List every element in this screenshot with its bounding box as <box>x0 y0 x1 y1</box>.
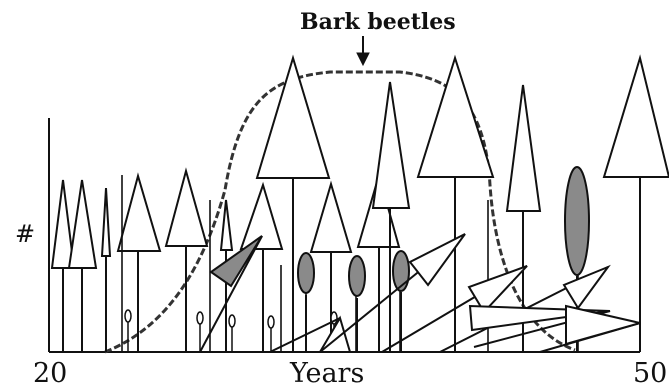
fallen-tree <box>270 318 350 352</box>
annotation-arrow <box>357 36 369 65</box>
y-axis-label: # <box>15 220 35 248</box>
conifer-tree <box>311 184 351 352</box>
annotation-label: Bark beetles <box>300 9 456 35</box>
seedling <box>229 315 235 352</box>
x-axis-label: Years <box>289 358 364 388</box>
conifer-tree <box>241 185 282 352</box>
conifer-tree <box>118 176 160 352</box>
deciduous-tree <box>349 256 365 352</box>
x-axis-start-label: 20 <box>33 358 67 388</box>
seedling <box>268 316 274 352</box>
conifer-tree <box>69 180 96 352</box>
conifer-tree <box>604 58 669 352</box>
conifer-tree <box>166 171 207 352</box>
conifer-tree <box>102 188 110 352</box>
x-axis-end-label: 50 <box>633 358 667 388</box>
seedling <box>125 310 131 352</box>
